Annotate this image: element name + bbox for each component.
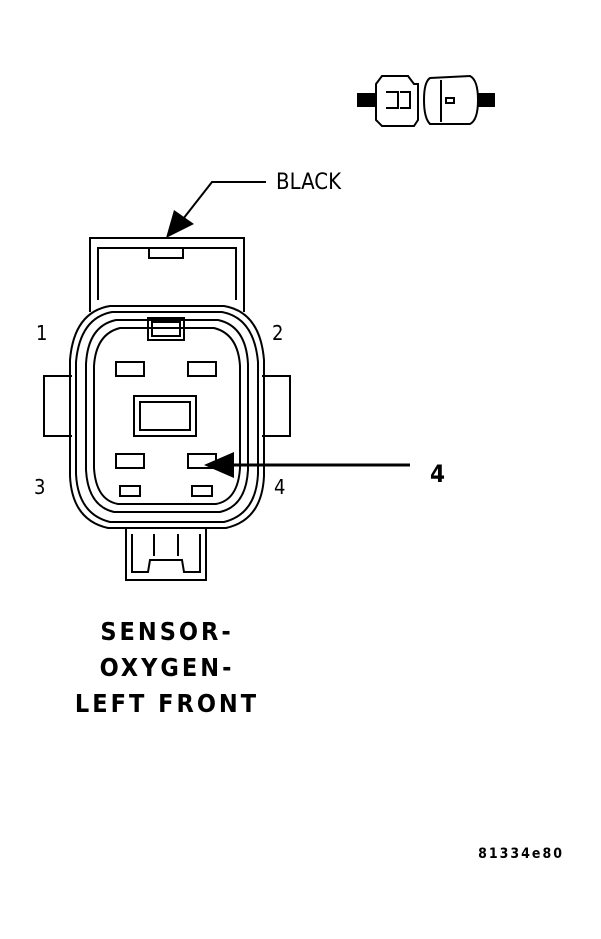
color-label: BLACK	[276, 170, 342, 195]
title-line-3: LEFT FRONT	[75, 689, 259, 718]
title-line-1: SENSOR-	[100, 617, 233, 646]
connector-body	[43, 237, 291, 581]
title-line-2: OXYGEN-	[100, 653, 235, 682]
pin-3-label: 3	[34, 475, 45, 499]
pin-2-label: 2	[272, 321, 283, 345]
figure-reference: 81334e80	[478, 846, 564, 862]
pin-1-label: 1	[36, 321, 47, 345]
pin-4-label: 4	[274, 475, 285, 499]
callout-arrow	[204, 452, 410, 478]
color-leader	[166, 181, 266, 238]
connector-pair-icon	[357, 74, 495, 127]
callout-number: 4	[430, 460, 445, 488]
